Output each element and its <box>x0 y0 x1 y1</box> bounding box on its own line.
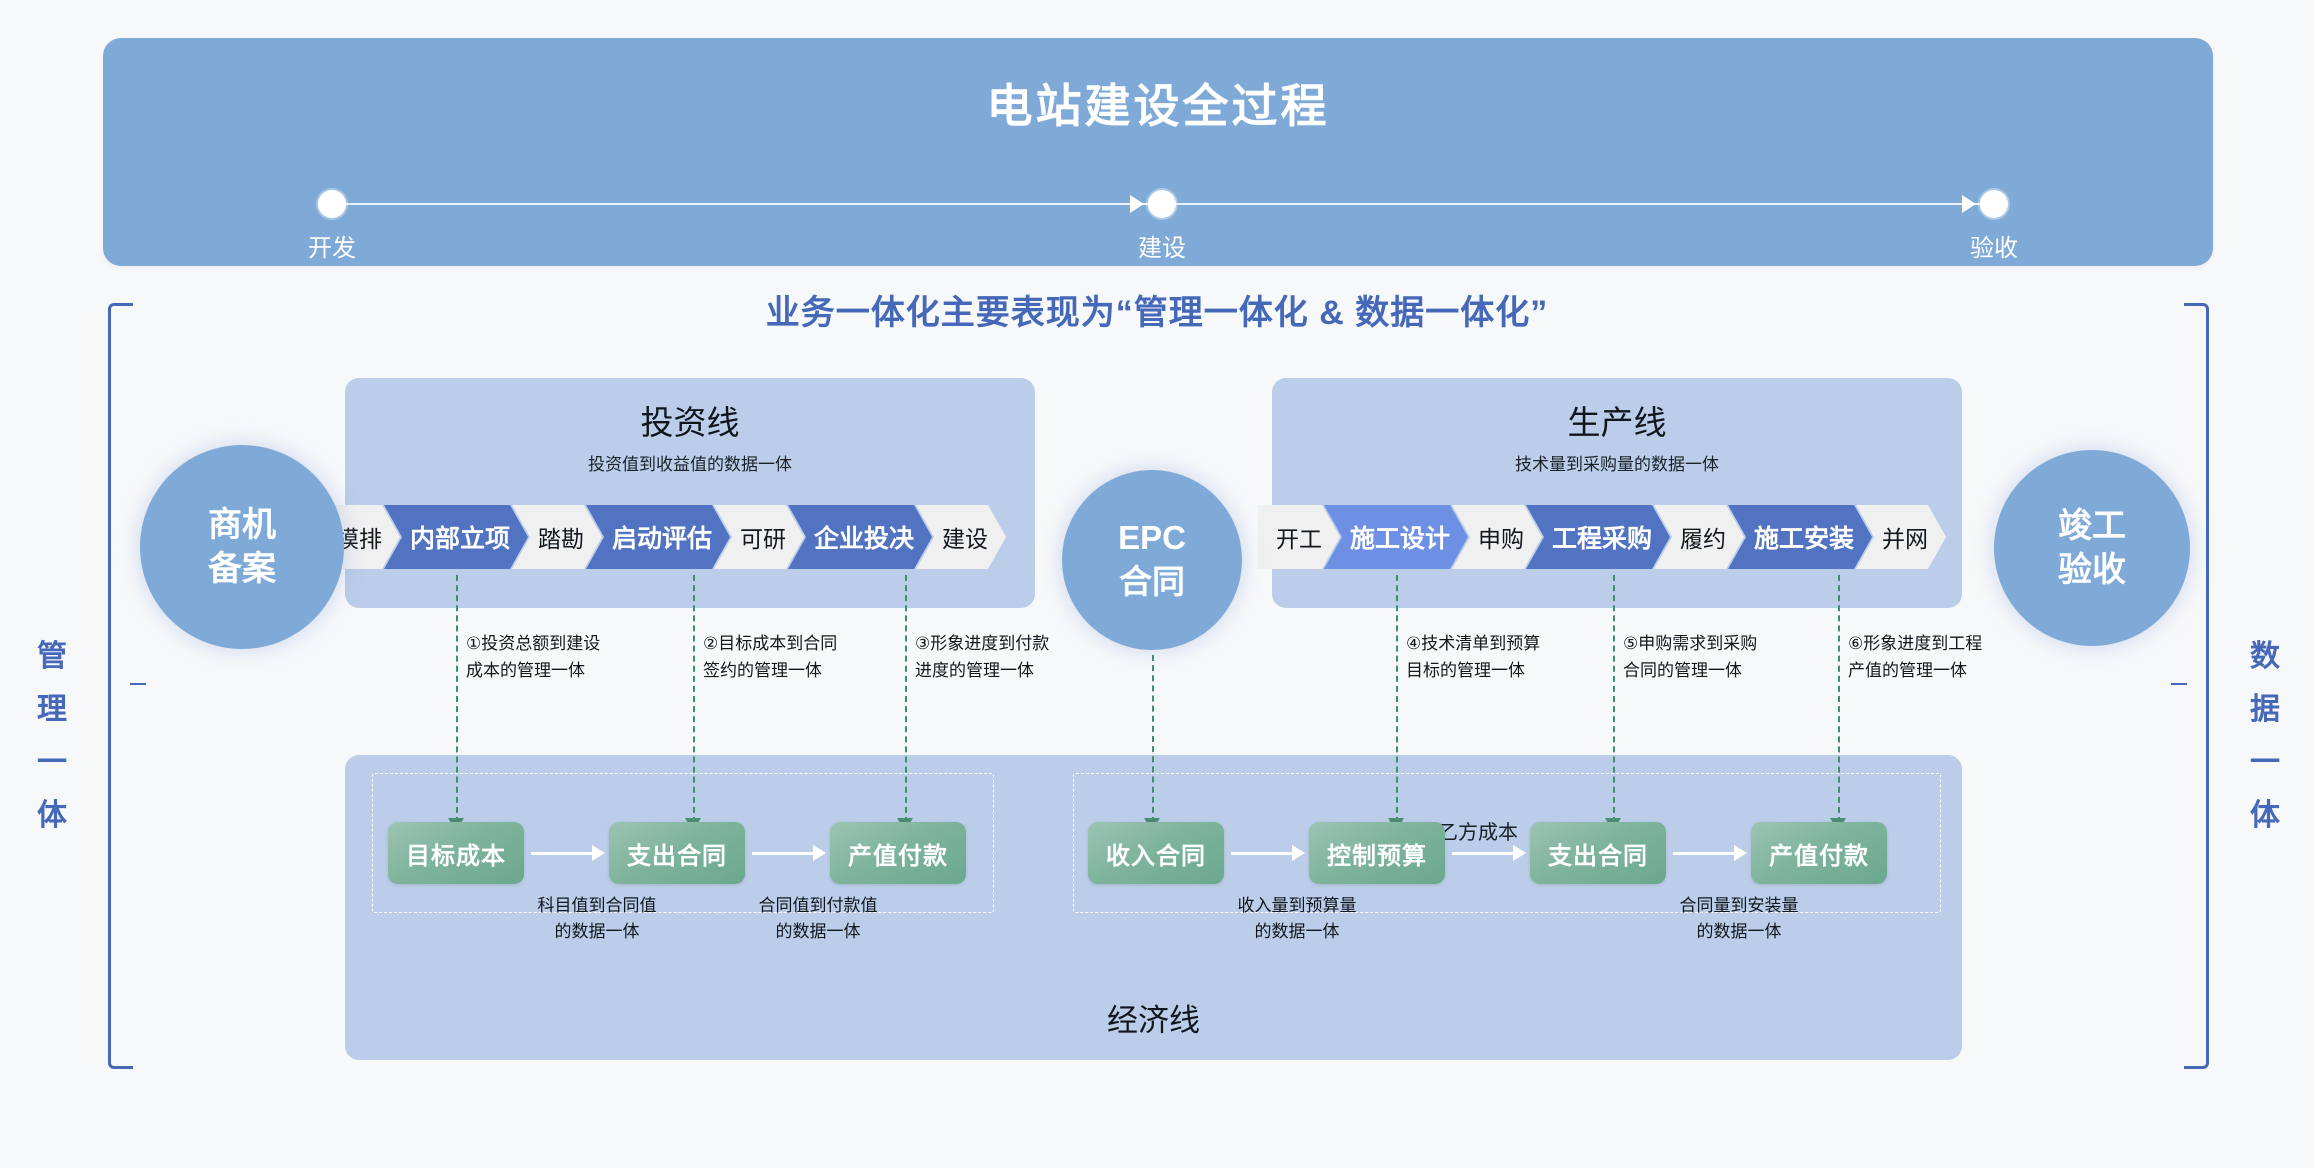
econ-subnote-a-0: 科目值到合同值的数据一体 <box>537 896 657 941</box>
dash-connector-2 <box>693 575 695 823</box>
step-chevron-1[interactable]: 内部立项 <box>384 505 528 569</box>
note-6: ⑥形象进度到工程产值的管理一体 <box>1848 634 1983 680</box>
timeline-node-dot <box>318 190 346 218</box>
investment-line-title: 投资线 <box>640 404 740 441</box>
investment-step-row: 摸排 内部立项 踏勘 启动评估 可研 企业投决 建设 <box>318 505 990 569</box>
left-bracket <box>108 303 146 1069</box>
dash-connector-1 <box>456 575 458 823</box>
econ-arrow-line <box>531 852 593 855</box>
econ-arrow-head-icon <box>1734 845 1747 861</box>
production-step-row: 开工 施工设计 申购 工程采购 履约 施工安装 并网 <box>1258 505 1930 569</box>
note-5: ⑤申购需求到采购合同的管理一体 <box>1623 634 1758 680</box>
econ-box-b-1[interactable]: 控制预算 <box>1309 822 1445 884</box>
dash-connector-3 <box>905 575 907 823</box>
production-line-subtitle: 技术量到采购量的数据一体 <box>1515 455 1719 474</box>
note-4: ④技术清单到预算目标的管理一体 <box>1406 634 1541 680</box>
left-side-char-0: 管 <box>37 640 67 673</box>
econ-arrow-head-icon <box>1292 845 1305 861</box>
process-timeline: 开发 建设 验收 <box>308 180 2018 262</box>
left-side-char-3: 体 <box>37 799 67 832</box>
econ-subnote-b-1: 合同量到安装量的数据一体 <box>1679 896 1799 941</box>
production-line-panel: 生产线 技术量到采购量的数据一体 <box>1272 378 1962 608</box>
bracket-tick <box>2171 683 2187 685</box>
circle-epc[interactable]: EPC 合同 <box>1062 470 1242 650</box>
timeline-label-1: 建设 <box>1138 235 1186 262</box>
section-title: 业务一体化主要表现为“管理一体化 & 数据一体化” <box>765 294 1549 332</box>
circle-start[interactable]: 商机 备案 <box>140 445 344 649</box>
step-chevron-0[interactable]: 开工 <box>1258 505 1340 569</box>
timeline-node-dot <box>1980 190 2008 218</box>
step-chevron-3[interactable]: 工程采购 <box>1526 505 1670 569</box>
econ-box-b-2[interactable]: 支出合同 <box>1530 822 1666 884</box>
note-1: ①投资总额到建设成本的管理一体 <box>466 634 601 680</box>
econ-box-b-0[interactable]: 收入合同 <box>1088 822 1224 884</box>
note-2: ②目标成本到合同签约的管理一体 <box>703 634 838 680</box>
step-chevron-3[interactable]: 启动评估 <box>586 505 730 569</box>
econ-arrow-line <box>1452 852 1514 855</box>
right-side-char-3: 体 <box>2250 799 2280 832</box>
circle-end-line-1: 验收 <box>2058 551 2126 589</box>
circle-end-line-0: 竣工 <box>2058 507 2126 545</box>
dash-connector-6 <box>1838 575 1840 823</box>
econ-arrow-head-icon <box>592 845 605 861</box>
circle-start-line-1: 备案 <box>208 550 276 588</box>
group-box-party-b <box>1073 773 1941 913</box>
dash-connector-5 <box>1613 575 1615 823</box>
right-bracket <box>2171 303 2209 1069</box>
page-title: 电站建设全过程 <box>986 80 1330 132</box>
economy-line-title: 经济线 <box>1107 1003 1200 1038</box>
timeline-arrow-icon <box>1130 195 1144 213</box>
note-3: ③形象进度到付款进度的管理一体 <box>915 634 1050 680</box>
investment-line-subtitle: 投资值到收益值的数据一体 <box>588 455 792 474</box>
circle-end[interactable]: 竣工 验收 <box>1994 450 2190 646</box>
right-side-char-2: 一 <box>2250 746 2280 779</box>
dash-connector-epc <box>1152 655 1154 823</box>
group-box-party-a <box>372 773 994 913</box>
step-chevron-5[interactable]: 施工安装 <box>1728 505 1872 569</box>
econ-box-a-0[interactable]: 目标成本 <box>388 822 524 884</box>
econ-arrow-line <box>1231 852 1293 855</box>
timeline-arrow-icon <box>1962 195 1976 213</box>
step-chevron-5[interactable]: 企业投决 <box>788 505 932 569</box>
left-side-char-2: 一 <box>37 746 67 779</box>
econ-arrow-line <box>752 852 814 855</box>
left-side-label: 管 理 一 体 <box>22 630 82 842</box>
header-banner: 电站建设全过程 开发 建设 验收 <box>103 38 2213 266</box>
right-side-label: 数 据 一 体 <box>2235 630 2295 842</box>
right-side-char-0: 数 <box>2250 640 2280 673</box>
econ-subnote-b-0: 收入量到预算量的数据一体 <box>1237 896 1357 941</box>
timeline-node-dot <box>1148 190 1176 218</box>
timeline-label-2: 验收 <box>1970 235 2018 262</box>
investment-line-panel: 投资线 投资值到收益值的数据一体 <box>345 378 1035 608</box>
econ-box-b-3[interactable]: 产值付款 <box>1751 822 1887 884</box>
circle-epc-line-0: EPC <box>1118 519 1186 556</box>
econ-subnote-a-1: 合同值到付款值的数据一体 <box>758 896 878 941</box>
timeline-label-0: 开发 <box>308 235 356 262</box>
dash-connector-4 <box>1396 575 1398 823</box>
econ-box-a-2[interactable]: 产值付款 <box>830 822 966 884</box>
right-side-char-1: 据 <box>2250 693 2280 726</box>
group-label-party-b: 乙方成本 <box>1438 822 1518 844</box>
econ-arrow-line <box>1673 852 1735 855</box>
left-side-char-1: 理 <box>37 693 67 726</box>
econ-arrow-head-icon <box>1513 845 1526 861</box>
step-chevron-1[interactable]: 施工设计 <box>1324 505 1468 569</box>
econ-arrow-head-icon <box>813 845 826 861</box>
bracket-tick <box>130 683 146 685</box>
econ-box-a-1[interactable]: 支出合同 <box>609 822 745 884</box>
circle-start-line-0: 商机 <box>208 506 276 544</box>
production-line-title: 生产线 <box>1567 404 1667 441</box>
circle-epc-line-1: 合同 <box>1119 563 1185 600</box>
